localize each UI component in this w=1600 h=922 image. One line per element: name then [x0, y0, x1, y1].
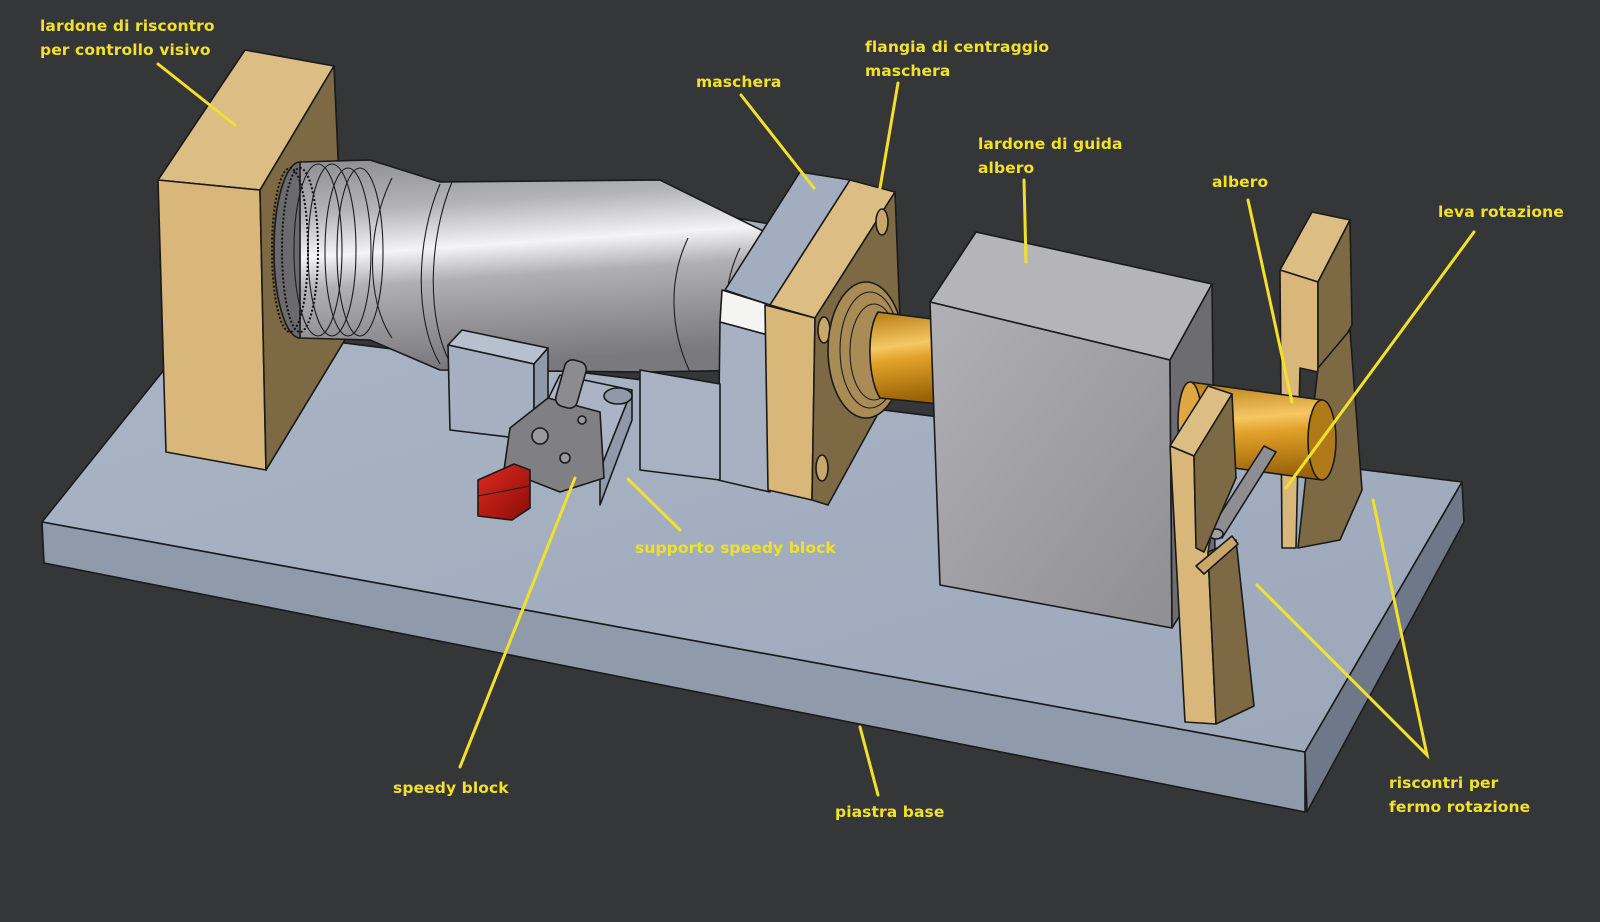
label-visual-check-block: lardone di riscontro per controllo visiv…	[40, 14, 215, 62]
workpiece-cylinder	[271, 159, 766, 373]
shaft	[869, 311, 941, 405]
mask-block	[717, 171, 851, 493]
label-mask: maschera	[696, 70, 781, 94]
shaft-guide-block	[929, 231, 1216, 629]
leader-shaft	[1246, 198, 1294, 404]
label-line: per controllo visivo	[40, 41, 211, 59]
label-line: albero	[978, 159, 1035, 177]
label-line: supporto speedy block	[635, 539, 836, 557]
label-line: maschera	[696, 73, 782, 91]
label-shaft-guide-block: lardone di guida albero	[978, 132, 1123, 180]
label-speedy-block-support: supporto speedy block	[635, 536, 836, 560]
speedy-block-clamp	[477, 358, 605, 521]
leader-speedy-block	[458, 476, 577, 769]
label-line: speedy block	[393, 779, 509, 797]
leader-base-plate	[858, 725, 880, 797]
label-line: lardone di guida	[978, 135, 1123, 153]
label-line: piastra base	[835, 803, 945, 821]
label-line: fermo rotazione	[1389, 798, 1531, 816]
leader-speedy-support	[626, 477, 682, 532]
label-speedy-block: speedy block	[393, 776, 509, 800]
rotation-stop-rear	[1279, 211, 1363, 549]
leader-guide-block	[1022, 178, 1028, 264]
thread-rings	[271, 167, 319, 333]
leader-rotation-stops	[1255, 498, 1430, 760]
label-rotation-lever: leva rotazione	[1438, 200, 1564, 224]
label-centering-flange: flangia di centraggio maschera	[865, 35, 1049, 83]
leader-visual-check-block	[156, 62, 237, 127]
leader-flange	[878, 81, 900, 190]
rotation-stop-front	[1169, 385, 1255, 725]
label-base-plate: piastra base	[835, 800, 945, 824]
leader-lines	[156, 62, 1476, 797]
label-shaft: albero	[1212, 170, 1268, 194]
leader-rotation-lever	[1284, 230, 1476, 490]
label-line: maschera	[865, 62, 951, 80]
label-line: flangia di centraggio	[865, 38, 1050, 56]
label-line: leva rotazione	[1438, 203, 1564, 221]
label-line: riscontri per	[1389, 774, 1499, 792]
label-line: albero	[1212, 173, 1269, 191]
leader-mask	[739, 93, 816, 190]
label-rotation-stops: riscontri per fermo rotazione	[1389, 771, 1530, 819]
base-plate	[41, 324, 1465, 813]
label-line: lardone di riscontro	[40, 17, 215, 35]
